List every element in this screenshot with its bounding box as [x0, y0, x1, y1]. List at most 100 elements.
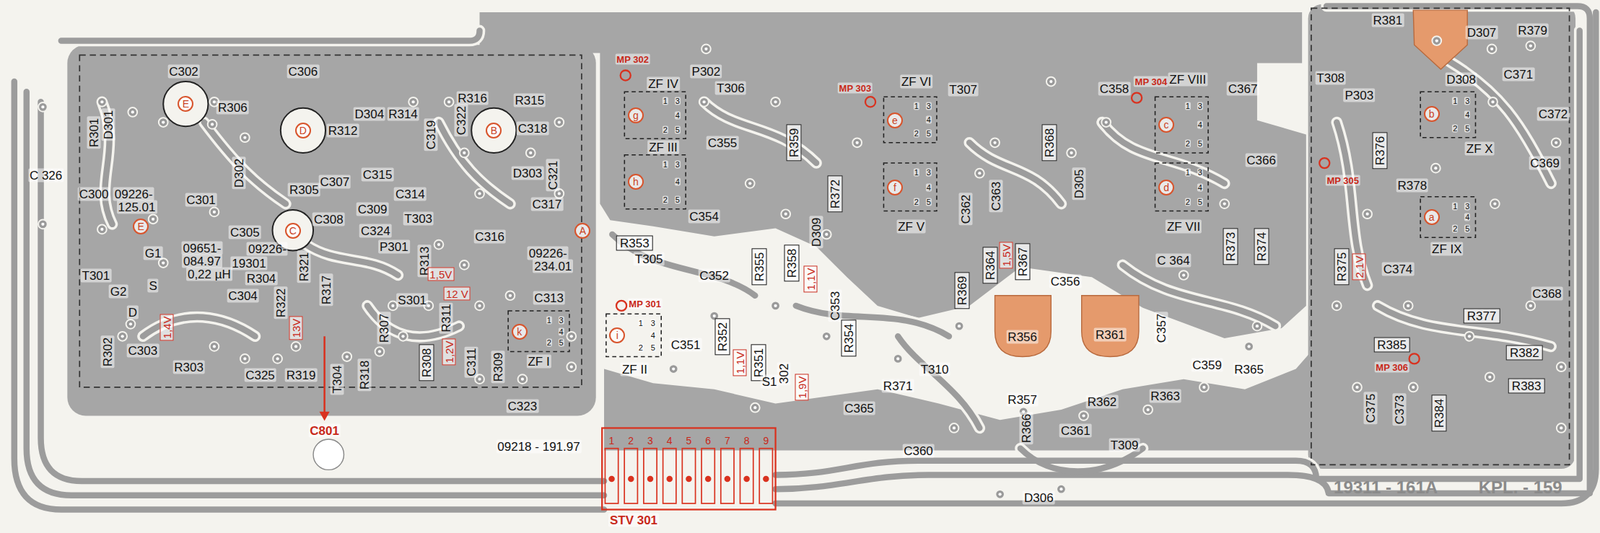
solder-pad: [822, 230, 832, 240]
solder-pad: [1556, 423, 1567, 434]
drill-hole: [477, 378, 481, 382]
connector-label: STV 301: [608, 513, 659, 528]
pin-number: 4: [665, 435, 675, 447]
drill-hole: [1182, 273, 1186, 277]
part-label: 19301: [230, 256, 268, 270]
part-label: P303: [1343, 88, 1375, 102]
copper-area: [1308, 4, 1576, 470]
drill-hole: [1104, 120, 1108, 124]
pin-number: 1: [662, 160, 669, 169]
shield-outline: [79, 54, 582, 388]
pin-number: 5: [1197, 140, 1204, 148]
part-label: R303: [172, 360, 205, 375]
part-label: C 364: [1155, 253, 1191, 268]
solder-pad: [1179, 270, 1189, 281]
part-label: C353: [827, 290, 842, 323]
solder-pad: [1066, 148, 1077, 159]
part-label: T306: [715, 80, 747, 95]
resistor-label: R377: [1463, 308, 1501, 325]
drill-hole: [570, 334, 574, 338]
drill-hole: [151, 217, 155, 221]
part-label: S301: [396, 293, 428, 307]
part-label: C307: [318, 174, 351, 189]
part-label: C309: [356, 202, 389, 216]
drill-hole: [212, 210, 216, 214]
part-label: C366: [1244, 153, 1278, 168]
drill-hole: [1355, 386, 1359, 389]
part-label: 0,22 µH: [186, 267, 233, 282]
solder-pad: [852, 137, 862, 148]
pin-number: 3: [645, 435, 655, 447]
part-label: R356: [1006, 329, 1039, 344]
part-label: C375: [1363, 391, 1377, 425]
connector-pad: [647, 476, 654, 483]
resistor-label: R383: [1508, 378, 1546, 394]
pin-number: 2: [546, 339, 553, 348]
part-label: ZF VIII: [1167, 72, 1208, 87]
part-label: R311: [438, 302, 453, 334]
pin-number: 4: [558, 327, 565, 336]
pin-number: 5: [684, 435, 693, 447]
pin-number: 7: [723, 435, 732, 447]
solder-pad: [272, 354, 283, 364]
part-label: C358: [1098, 82, 1131, 96]
drill-hole: [1490, 47, 1494, 51]
solder-pad: [291, 342, 301, 352]
measure-point-label: MP 301: [627, 298, 663, 310]
pin-number: 8: [742, 435, 752, 447]
pin-number: 5: [650, 344, 657, 353]
drill-hole: [243, 136, 247, 140]
pin-number: 3: [1464, 97, 1471, 106]
module-marker: h: [627, 173, 644, 190]
drill-hole: [41, 223, 45, 226]
resistor-label: R353: [616, 235, 654, 251]
solder-pad: [1408, 383, 1419, 393]
pin-number: 1: [662, 97, 669, 106]
pin-number: 2: [637, 344, 644, 353]
measure-point: [616, 300, 627, 312]
part-label: R316: [456, 90, 489, 105]
module-marker: c: [1158, 116, 1175, 133]
resistor-label: R385: [1373, 337, 1411, 353]
solder-pad: [210, 207, 220, 218]
solder-pad: [566, 331, 576, 342]
module-marker: C: [285, 223, 301, 239]
drill-hole: [345, 355, 349, 358]
part-label: R322: [273, 287, 288, 320]
module-outline: [624, 91, 686, 139]
solder-pad: [38, 102, 48, 112]
part-label: 234.01: [532, 259, 574, 274]
voltage-label: 1,2V: [442, 338, 457, 366]
solder-pad: [434, 240, 444, 250]
drill-hole: [1559, 426, 1563, 430]
part-label: C303: [127, 344, 160, 358]
pin-number: 1: [1185, 102, 1191, 111]
drill-hole: [1255, 324, 1259, 328]
drill-hole: [824, 233, 828, 236]
part-label: C323: [506, 399, 540, 413]
solder-pad: [770, 301, 781, 312]
pin-number: 4: [1464, 111, 1471, 120]
pin-number: 2: [1452, 224, 1458, 233]
resistor-label: R382: [1506, 345, 1543, 361]
solder-pad: [158, 258, 169, 268]
connector-pad: [762, 476, 769, 483]
module-outline: [883, 96, 937, 143]
drill-hole: [1491, 100, 1494, 104]
part-label: T305: [633, 252, 665, 267]
voltage-label: 1,1V: [803, 266, 817, 294]
drill-hole: [1435, 38, 1439, 42]
pin-number: 6: [703, 435, 713, 447]
part-label: 09226-: [527, 246, 569, 260]
measure-point: [1131, 93, 1142, 104]
part-label: C359: [1190, 358, 1224, 373]
part-label: R309: [491, 351, 506, 384]
part-label: ZF I: [526, 354, 551, 369]
pin-number: 1: [1452, 97, 1458, 106]
solder-pad: [210, 342, 220, 352]
part-label: 125.01: [116, 200, 158, 215]
part-label: C365: [842, 401, 876, 415]
part-label: C321: [546, 159, 561, 192]
measure-point: [620, 70, 631, 81]
part-label: R378: [1395, 178, 1429, 193]
